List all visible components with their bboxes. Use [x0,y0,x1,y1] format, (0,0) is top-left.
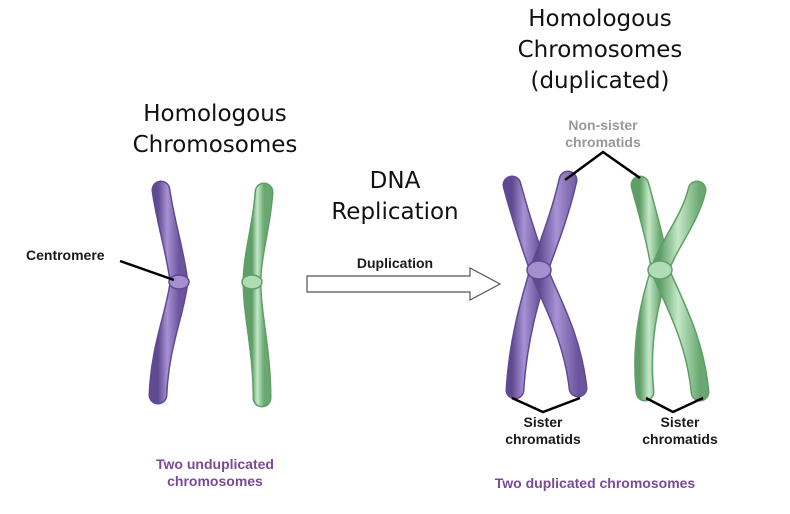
title-left: Homologous Chromosomes [110,99,320,161]
caption-left-line-2: chromosomes [167,473,263,489]
sister-bracket-left [511,396,581,414]
chromosome-purple-duplicated [502,170,588,400]
centromere-green [241,274,263,290]
caption-left-line-1: Two unduplicated [156,456,274,472]
non-sister-label-line-2: chromatids [565,134,641,150]
duplication-label: Duplication [356,255,434,271]
centromere-purple [168,274,190,290]
non-sister-bracket [564,150,641,182]
title-middle-line-2: Replication [331,199,459,225]
centromere-purple-duplicated [526,260,552,280]
title-right-line-3: (duplicated) [530,68,670,94]
title-right-line-2: Chromosomes [517,37,683,63]
title-left-line-1: Homologous [143,101,287,127]
chromosome-purple-unduplicated [148,180,190,405]
sister-bracket-right [645,396,704,414]
caption-right: Two duplicated chromosomes [494,475,696,491]
duplication-arrow [306,267,502,301]
centromere-pointer-line [119,259,175,282]
non-sister-label: Non-sister chromatids [553,117,653,151]
caption-left: Two unduplicated chromosomes [130,456,300,490]
title-right: Homologous Chromosomes (duplicated) [495,4,705,97]
title-left-line-2: Chromosomes [132,132,298,158]
sister-label-left: Sister chromatids [493,414,593,448]
chromosome-green-duplicated [630,175,710,402]
centromere-label: Centromere [26,247,105,263]
title-middle: DNA Replication [320,166,470,228]
sister-label-right-line-1: Sister [660,414,700,430]
sister-label-left-line-1: Sister [523,414,563,430]
title-right-line-1: Homologous [528,6,672,32]
sister-label-left-line-2: chromatids [505,431,581,447]
centromere-green-duplicated [647,260,673,280]
sister-label-right-line-2: chromatids [642,431,718,447]
sister-label-right: Sister chromatids [630,414,730,448]
non-sister-label-line-1: Non-sister [568,117,638,133]
chromosome-green-unduplicated [241,182,274,408]
title-middle-line-1: DNA [369,168,421,194]
